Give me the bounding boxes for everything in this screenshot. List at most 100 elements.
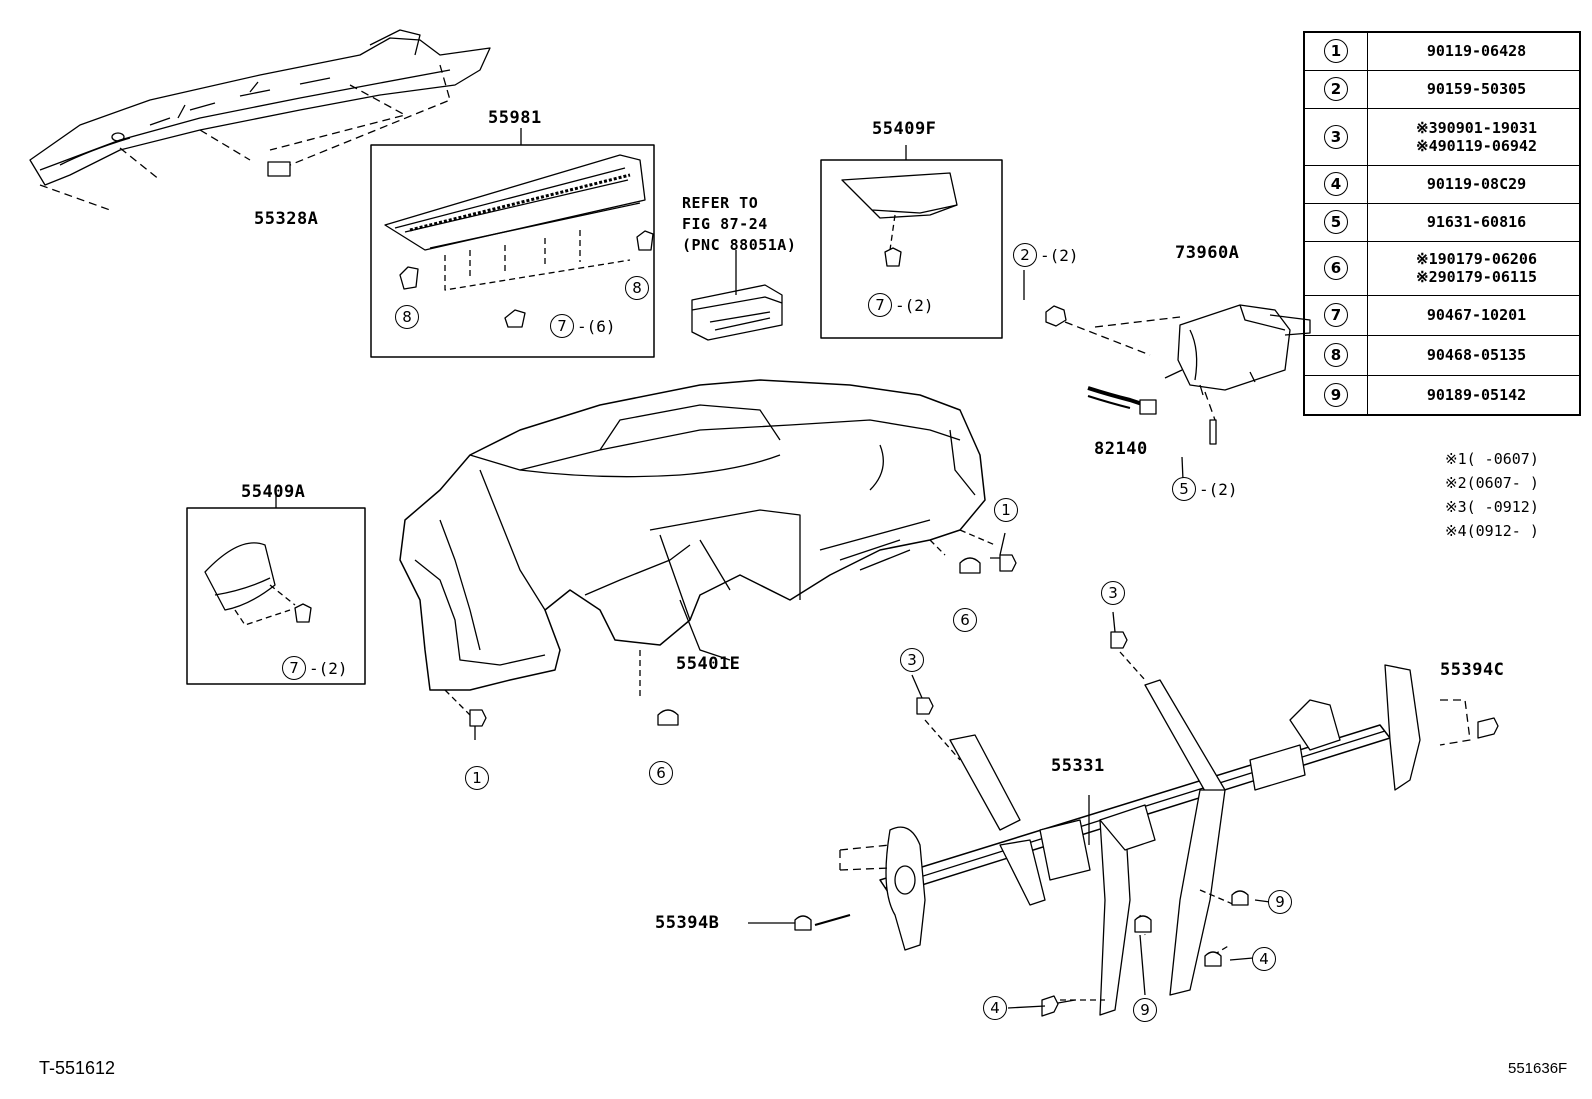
table-row: 7 90467-10201 bbox=[1303, 294, 1581, 336]
table-row: 5 91631-60816 bbox=[1303, 202, 1581, 242]
row-part-number: ※490119-06942 bbox=[1416, 136, 1537, 155]
defroster-panel-drawing bbox=[29, 29, 491, 211]
callout-number: 3 bbox=[1101, 581, 1125, 605]
row-index: 5 bbox=[1324, 210, 1348, 234]
table-row: 3 ※390901-19031 ※490119-06942 bbox=[1303, 107, 1581, 166]
callout-number: 9 bbox=[1133, 998, 1157, 1022]
row-part-number: 91631-60816 bbox=[1367, 202, 1581, 242]
row-index: 9 bbox=[1324, 382, 1348, 407]
refer-line-3: (PNC 88051A) bbox=[682, 236, 797, 254]
callout-7: 7-(2) bbox=[282, 656, 348, 680]
callout-number: 7 bbox=[282, 656, 306, 680]
callout-number: 4 bbox=[983, 996, 1007, 1020]
callout-3: 3 bbox=[900, 648, 927, 672]
ecu-module-drawing bbox=[691, 250, 783, 341]
row-index: 6 bbox=[1324, 256, 1348, 280]
callout-qty: -(6) bbox=[577, 316, 616, 336]
callout-number: 5 bbox=[1172, 477, 1196, 501]
part-label-73960A: 73960A bbox=[1175, 243, 1240, 263]
callout-1: 1 bbox=[465, 766, 492, 790]
callout-number: 4 bbox=[1252, 947, 1276, 971]
leader-lines bbox=[748, 270, 1271, 1009]
callout-3: 3 bbox=[1101, 581, 1128, 605]
note-line: ※3( -0912) bbox=[1445, 498, 1539, 516]
callout-number: 7 bbox=[550, 314, 574, 338]
callout-qty: -(2) bbox=[1040, 245, 1079, 265]
row-index: 2 bbox=[1324, 77, 1348, 101]
callout-2: 2-(2) bbox=[1013, 243, 1079, 267]
note-line: ※4(0912- ) bbox=[1445, 522, 1539, 540]
part-label-55409F: 55409F bbox=[872, 119, 937, 139]
callout-number: 9 bbox=[1268, 890, 1292, 914]
callout-qty: -(2) bbox=[895, 295, 934, 315]
callout-qty: -(2) bbox=[309, 658, 348, 678]
callout-9: 9 bbox=[1268, 890, 1295, 914]
callout-9: 9 bbox=[1133, 998, 1160, 1022]
callout-number: 6 bbox=[649, 761, 673, 785]
date-notes: ※1( -0607) ※2(0607- ) ※3( -0912) ※4(0912… bbox=[1445, 447, 1539, 543]
callout-number: 1 bbox=[994, 498, 1018, 522]
footer-left-code: T-551612 bbox=[39, 1058, 116, 1078]
callout-4: 4 bbox=[983, 996, 1010, 1020]
row-part-number: 90119-08C29 bbox=[1367, 164, 1581, 204]
table-row: 2 90159-50305 bbox=[1303, 69, 1581, 109]
row-part-number: 90467-10201 bbox=[1367, 294, 1581, 336]
box-55409A bbox=[186, 493, 366, 685]
callout-4: 4 bbox=[1252, 947, 1279, 971]
part-label-55331: 55331 bbox=[1051, 756, 1105, 776]
refer-note: REFER TO FIG 87-24 (PNC 88051A) bbox=[682, 193, 796, 256]
table-row: 9 90189-05142 bbox=[1303, 374, 1581, 416]
refer-line-1: REFER TO bbox=[682, 194, 759, 212]
row-part-number: 90189-05142 bbox=[1367, 374, 1581, 416]
row-part-number: ※290179-06115 bbox=[1416, 268, 1537, 286]
row-index: 3 bbox=[1324, 124, 1348, 149]
row-part-number: 90159-50305 bbox=[1367, 69, 1581, 109]
callout-number: 3 bbox=[900, 648, 924, 672]
row-index: 7 bbox=[1324, 303, 1348, 327]
row-part-number: 90119-06428 bbox=[1367, 31, 1581, 71]
row-part-number: ※390901-19031 bbox=[1416, 118, 1537, 137]
note-line: ※1( -0607) bbox=[1445, 450, 1539, 468]
wire-harness-drawing bbox=[1087, 386, 1157, 415]
callout-qty: -(2) bbox=[1199, 479, 1238, 499]
footer-right-code: 551636F bbox=[1508, 1060, 1568, 1077]
callout-number: 6 bbox=[953, 608, 977, 632]
callout-number: 2 bbox=[1013, 243, 1037, 267]
callout-number: 8 bbox=[395, 305, 419, 329]
part-label-55394C: 55394C bbox=[1440, 660, 1505, 680]
row-index: 1 bbox=[1324, 39, 1348, 64]
part-label-82140: 82140 bbox=[1094, 439, 1148, 459]
box-55981 bbox=[370, 128, 655, 358]
instrument-panel-drawing bbox=[399, 379, 1017, 740]
part-label-55409A: 55409A bbox=[241, 482, 306, 502]
row-part-number: ※190179-06206 bbox=[1416, 250, 1537, 268]
parts-table: 1 90119-06428 2 90159-50305 3 ※390901-19… bbox=[1303, 31, 1581, 416]
part-label-55981: 55981 bbox=[488, 108, 542, 128]
callout-number: 1 bbox=[465, 766, 489, 790]
callout-number: 8 bbox=[625, 276, 649, 300]
callout-1: 1 bbox=[994, 498, 1021, 522]
table-row: 6 ※190179-06206 ※290179-06115 bbox=[1303, 240, 1581, 296]
row-index: 8 bbox=[1324, 343, 1348, 367]
row-part-number: 90468-05135 bbox=[1367, 334, 1581, 376]
callout-number: 7 bbox=[868, 293, 892, 317]
callout-6: 6 bbox=[649, 761, 676, 785]
table-row: 4 90119-08C29 bbox=[1303, 164, 1581, 204]
table-row: 1 90119-06428 bbox=[1303, 31, 1581, 71]
refer-line-2: FIG 87-24 bbox=[682, 215, 768, 233]
callout-6: 6 bbox=[953, 608, 980, 632]
callout-7: 7-(6) bbox=[550, 314, 616, 338]
part-label-55394B: 55394B bbox=[655, 913, 720, 933]
note-line: ※2(0607- ) bbox=[1445, 474, 1539, 492]
table-row: 8 90468-05135 bbox=[1303, 334, 1581, 376]
box-55409F bbox=[820, 145, 1003, 339]
row-index: 4 bbox=[1324, 172, 1348, 196]
callout-8: 8 bbox=[625, 276, 652, 300]
callout-7: 7-(2) bbox=[868, 293, 934, 317]
reinforcement-beam-drawing bbox=[794, 631, 1499, 1017]
knee-airbag-drawing bbox=[1045, 304, 1311, 445]
part-label-55328A: 55328A bbox=[254, 209, 319, 229]
callout-8: 8 bbox=[395, 305, 422, 329]
